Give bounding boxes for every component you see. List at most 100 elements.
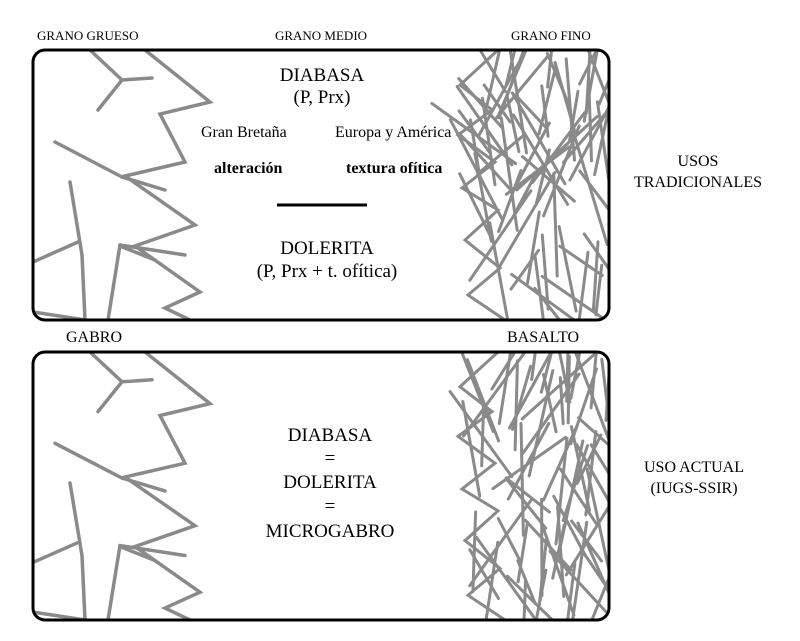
fine-crystal-lath xyxy=(575,442,609,524)
coarse-crystal-edge xyxy=(120,76,154,82)
fine-crystal-lath xyxy=(480,400,486,468)
label-gabro: GABRO xyxy=(66,329,123,346)
label-coarse-grain: GRANO GRUESO xyxy=(37,28,139,43)
coarse-crystal-edge xyxy=(88,50,124,82)
criterion-alteracion: alteración xyxy=(214,160,283,177)
fine-crystal-lath xyxy=(533,286,567,320)
uso-actual-label: USO ACTUAL xyxy=(643,459,745,476)
fine-crystal-lath xyxy=(468,498,533,588)
traditional-usage-panel xyxy=(31,48,611,322)
coarse-crystal-edge xyxy=(118,544,157,563)
diabasa-minerals: (P, Prx) xyxy=(293,87,351,108)
fine-crystal-lath xyxy=(507,50,528,155)
fine-crystal-lath xyxy=(539,518,576,617)
fine-crystal-lath xyxy=(589,577,609,620)
fine-crystal-lath xyxy=(558,376,565,426)
top-panel-frame xyxy=(31,48,611,322)
fine-crystal-lath xyxy=(465,358,501,443)
fine-crystal-lath xyxy=(461,400,482,498)
fine-crystal-lath xyxy=(511,364,533,431)
name-diabasa: DIABASA xyxy=(279,65,365,86)
fine-crystal-lath xyxy=(454,352,495,434)
fine-crystal-lath xyxy=(457,77,503,129)
bottom-diabasa: DIABASA xyxy=(287,425,373,446)
fine-crystal-lath xyxy=(548,550,609,620)
fine-crystal-lath xyxy=(510,91,567,186)
fine-crystal-lath xyxy=(497,169,523,233)
fine-crystal-lath xyxy=(491,435,568,491)
equals-sign-1: = xyxy=(324,448,336,469)
region-europa-america: Europa y América xyxy=(335,124,452,141)
name-dolerita: DOLERITA xyxy=(280,238,374,259)
coarse-crystal-edge xyxy=(118,244,157,262)
fine-crystal-lath xyxy=(458,172,492,238)
fine-crystal-lath xyxy=(504,145,571,196)
coarse-crystal-edge xyxy=(118,543,187,558)
coarse-crystal-boundary xyxy=(120,50,214,320)
fine-crystal-lath xyxy=(510,272,594,320)
fine-crystal-lath xyxy=(558,467,599,527)
coarse-crystal-edge xyxy=(68,180,84,257)
region-gran-bretana: Gran Bretaña xyxy=(201,124,287,141)
fine-grain-texture xyxy=(448,352,609,620)
coarse-grain-texture xyxy=(33,50,214,320)
fine-crystal-lath xyxy=(490,352,530,391)
fine-crystal-lath xyxy=(542,124,581,218)
fine-crystal-lath xyxy=(496,517,523,565)
fine-crystal-lath xyxy=(448,118,504,221)
bottom-panel-frame xyxy=(31,350,611,622)
criterion-textura-ofitica: textura ofítica xyxy=(346,160,443,177)
coarse-crystal-edge xyxy=(53,441,124,480)
fine-crystal-lath xyxy=(457,109,492,154)
fine-crystal-lath xyxy=(464,50,507,94)
fine-crystal-lath xyxy=(578,169,609,222)
fine-crystal-lath xyxy=(553,61,578,138)
fine-crystal-lath xyxy=(578,50,608,86)
coarse-crystal-edge xyxy=(96,380,124,414)
fine-crystal-lath xyxy=(513,359,519,452)
fine-crystal-lath xyxy=(568,95,609,182)
fine-crystal-lath xyxy=(567,89,580,144)
fine-crystal-lath xyxy=(589,352,600,410)
coarse-crystal-edge xyxy=(80,253,87,320)
current-usage-panel xyxy=(31,350,611,622)
iugs-ssir-label: (IUGS-SSIR) xyxy=(650,480,738,497)
fine-crystal-lath xyxy=(476,135,524,176)
fine-crystal-lath xyxy=(521,155,576,203)
fine-crystal-lath xyxy=(575,433,603,485)
fine-crystal-lath xyxy=(572,250,590,320)
fine-crystal-lath xyxy=(525,210,541,286)
coarse-crystal-edge xyxy=(53,140,124,179)
fine-crystal-lath xyxy=(542,373,558,434)
fine-crystal-lath xyxy=(530,352,540,381)
fine-crystal-lath xyxy=(542,424,579,502)
fine-crystal-lath xyxy=(488,221,512,320)
coarse-crystal-edge xyxy=(80,553,87,620)
fine-crystal-lath xyxy=(573,134,609,246)
fine-crystal-lath xyxy=(514,93,549,131)
fine-crystal-lath xyxy=(458,132,512,191)
fine-crystal-lath xyxy=(512,172,538,218)
fine-crystal-boundary xyxy=(455,50,506,320)
fine-crystal-lath xyxy=(540,233,550,311)
coarse-crystal-edge xyxy=(96,78,124,112)
label-basalto: BASALTO xyxy=(507,329,580,346)
fine-crystal-lath xyxy=(533,254,548,320)
fine-crystal-lath xyxy=(582,232,609,300)
fine-crystal-lath xyxy=(513,121,551,189)
fine-crystal-lath xyxy=(498,171,557,269)
fine-crystal-lath xyxy=(496,50,539,118)
usos-label: USOS xyxy=(677,153,719,170)
fine-crystal-lath xyxy=(504,476,551,514)
fine-crystal-lath xyxy=(471,510,478,593)
tradicionales-label: TRADICIONALES xyxy=(634,174,762,191)
fine-crystal-lath xyxy=(534,148,551,207)
fine-crystal-lath xyxy=(540,274,609,320)
fine-crystal-lath xyxy=(506,422,551,501)
coarse-crystal-edge xyxy=(106,243,122,320)
fine-crystal-lath xyxy=(591,240,600,312)
coarse-crystal-edge xyxy=(120,378,154,384)
fine-crystal-lath xyxy=(448,390,514,479)
fine-crystal-lath xyxy=(516,521,529,584)
